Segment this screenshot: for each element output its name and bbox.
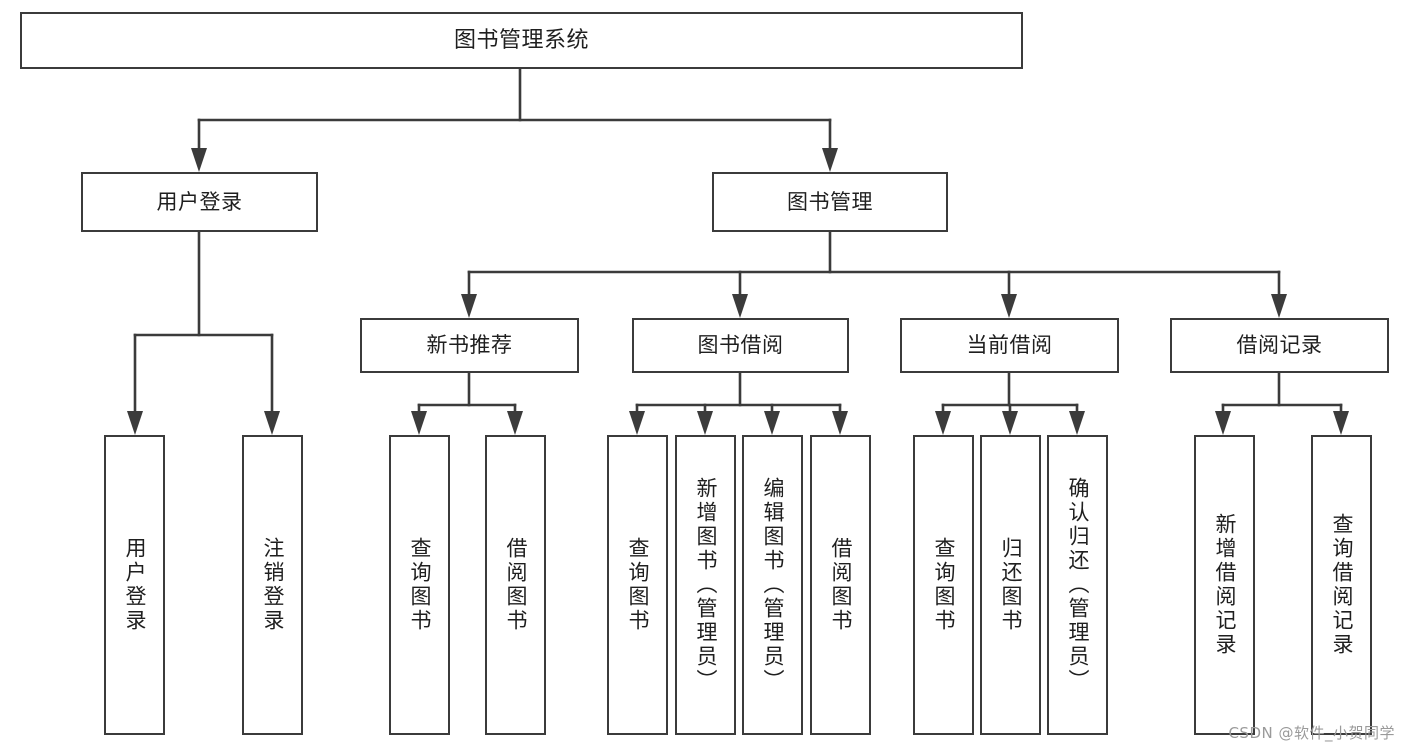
- book-manage-bus-arrowhead: [732, 294, 748, 318]
- node-label: 确认归还（管理员）: [1066, 477, 1090, 693]
- node-label: 归还图书: [999, 537, 1023, 633]
- book-manage-bus-arrowhead: [461, 294, 477, 318]
- node-leaf-logout[interactable]: 注销登录: [242, 435, 303, 735]
- current-borrow-bus-arrowhead: [1002, 411, 1018, 435]
- node-new-book-recommend[interactable]: 新书推荐: [360, 318, 579, 373]
- node-label: 查询图书: [932, 537, 956, 633]
- root-bus-arrowhead: [191, 148, 207, 172]
- node-label: 新书推荐: [426, 333, 513, 358]
- node-label: 当前借阅: [966, 333, 1053, 358]
- node-label: 新增借阅记录: [1213, 513, 1237, 657]
- user-login-bus-arrowhead: [127, 411, 143, 435]
- node-label: 借阅图书: [504, 537, 528, 633]
- current-borrow-bus-arrowhead: [1069, 411, 1085, 435]
- node-leaf-query-book-2[interactable]: 查询图书: [607, 435, 668, 735]
- node-label: 查询图书: [408, 537, 432, 633]
- node-label: 注销登录: [261, 537, 285, 633]
- node-label: 查询图书: [626, 537, 650, 633]
- borrow-record-bus-arrowhead: [1333, 411, 1349, 435]
- node-label: 用户登录: [156, 189, 243, 214]
- book-borrow-bus-arrowhead: [764, 411, 780, 435]
- node-leaf-borrow-book-1[interactable]: 借阅图书: [485, 435, 546, 735]
- book-manage-bus-arrowhead: [1271, 294, 1287, 318]
- node-label: 新增图书（管理员）: [694, 477, 718, 693]
- node-label: 用户登录: [123, 537, 147, 633]
- borrow-record-bus-arrowhead: [1215, 411, 1231, 435]
- node-leaf-query-record[interactable]: 查询借阅记录: [1311, 435, 1372, 735]
- book-borrow-bus-arrowhead: [832, 411, 848, 435]
- book-borrow-bus-arrowhead: [697, 411, 713, 435]
- new-book-bus-arrowhead: [411, 411, 427, 435]
- node-leaf-borrow-book-2[interactable]: 借阅图书: [810, 435, 871, 735]
- node-leaf-confirm-return[interactable]: 确认归还（管理员）: [1047, 435, 1108, 735]
- node-book-borrow[interactable]: 图书借阅: [632, 318, 849, 373]
- node-label: 图书借阅: [697, 333, 784, 358]
- new-book-bus-arrowhead: [507, 411, 523, 435]
- csdn-watermark: CSDN @软件_小贺同学: [1228, 724, 1395, 742]
- current-borrow-bus-arrowhead: [935, 411, 951, 435]
- node-current-borrow[interactable]: 当前借阅: [900, 318, 1119, 373]
- root-bus-arrowhead: [822, 148, 838, 172]
- node-label: 图书管理系统: [453, 27, 589, 53]
- node-label: 借阅记录: [1236, 333, 1323, 358]
- node-leaf-add-book[interactable]: 新增图书（管理员）: [675, 435, 736, 735]
- node-leaf-add-record[interactable]: 新增借阅记录: [1194, 435, 1255, 735]
- book-borrow-bus-arrowhead: [629, 411, 645, 435]
- node-user-login[interactable]: 用户登录: [81, 172, 318, 232]
- user-login-bus-arrowhead: [264, 411, 280, 435]
- node-book-manage[interactable]: 图书管理: [712, 172, 948, 232]
- node-root[interactable]: 图书管理系统: [20, 12, 1023, 69]
- book-manage-bus-arrowhead: [1001, 294, 1017, 318]
- node-leaf-user-login[interactable]: 用户登录: [104, 435, 165, 735]
- node-leaf-query-book-3[interactable]: 查询图书: [913, 435, 974, 735]
- node-leaf-return-book[interactable]: 归还图书: [980, 435, 1041, 735]
- node-label: 借阅图书: [829, 537, 853, 633]
- node-borrow-record[interactable]: 借阅记录: [1170, 318, 1389, 373]
- node-leaf-query-book-1[interactable]: 查询图书: [389, 435, 450, 735]
- node-label: 查询借阅记录: [1330, 513, 1354, 657]
- node-label: 图书管理: [787, 189, 873, 214]
- node-label: 编辑图书（管理员）: [761, 477, 785, 693]
- node-leaf-edit-book[interactable]: 编辑图书（管理员）: [742, 435, 803, 735]
